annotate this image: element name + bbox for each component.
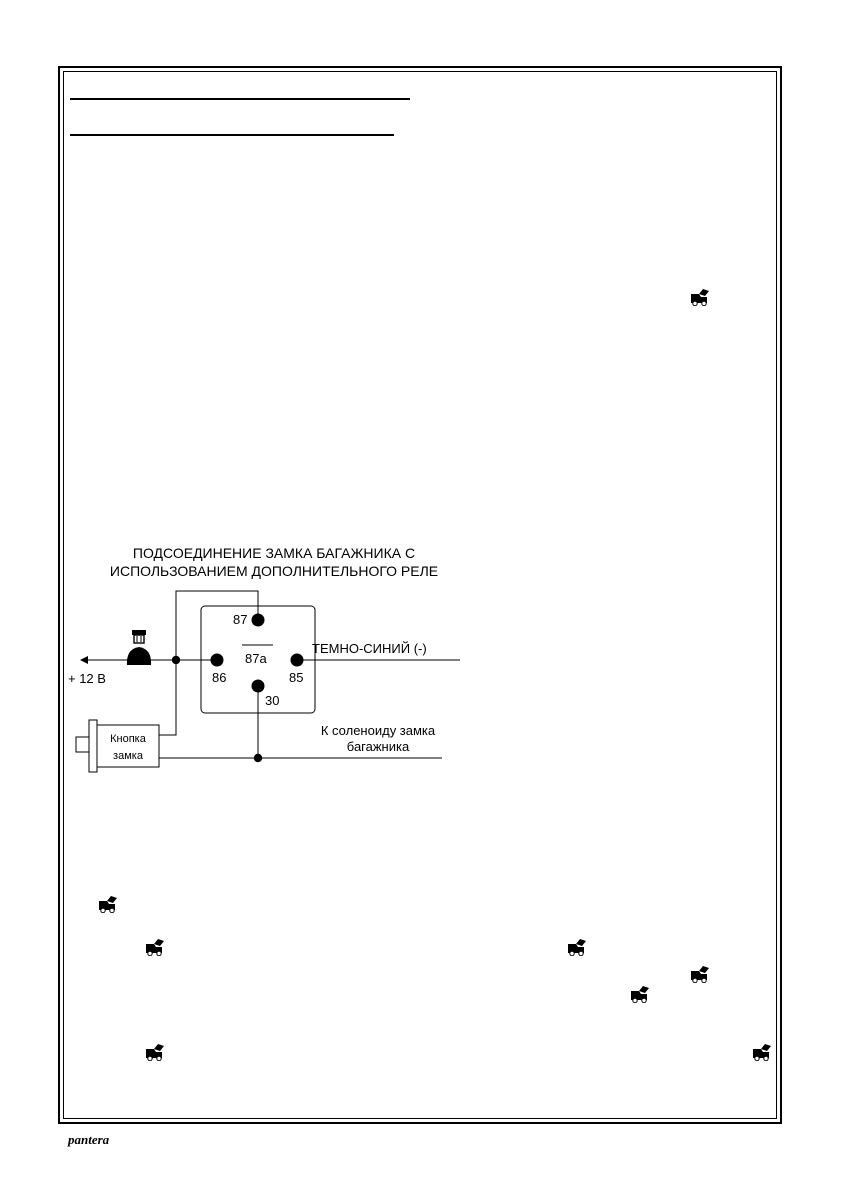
page-border-inner — [63, 71, 777, 1119]
arrow-left-icon — [80, 656, 88, 664]
trunk-open-icon — [567, 938, 587, 956]
trunk-open-icon — [690, 965, 710, 983]
trunk-open-icon — [690, 288, 710, 306]
solenoid-label-line-1: К соленоиду замка — [321, 723, 436, 738]
pin-85-label: 85 — [289, 670, 303, 685]
pin-30-label: 30 — [265, 693, 279, 708]
pin-87-dot — [251, 613, 265, 627]
heading-rule-1 — [70, 98, 410, 100]
pin-85-dot — [290, 653, 304, 667]
diagram-title-line-2: ИСПОЛЬЗОВАНИЕМ ДОПОЛНИТЕЛЬНОГО РЕЛЕ — [110, 563, 438, 579]
pin-87-label: 87 — [233, 612, 247, 627]
diagram-title-line-1: ПОДСОЕДИНЕНИЕ ЗАМКА БАГАЖНИКА С — [133, 545, 415, 561]
trunk-open-icon — [98, 895, 118, 913]
trunk-open-icon — [630, 985, 650, 1003]
lock-button-label-line-2: замка — [113, 750, 144, 762]
page-border-outer — [58, 66, 782, 1124]
relay-wiring-diagram: ПОДСОЕДИНЕНИЕ ЗАМКА БАГАЖНИКА С ИСПОЛЬЗО… — [68, 545, 460, 773]
supply-label: + 12 В — [68, 671, 106, 686]
trunk-open-icon — [145, 938, 165, 956]
junction-dot — [253, 753, 263, 763]
logo-text: pantera — [68, 1132, 110, 1147]
fuse-icon — [126, 630, 152, 665]
heading-rule-2 — [70, 134, 394, 136]
pin-87a-label: 87a — [245, 651, 267, 666]
lock-button-symbol: Кнопка замка — [75, 719, 160, 773]
pin-86-label: 86 — [212, 670, 226, 685]
lock-button-label-line-1: Кнопка — [110, 733, 147, 745]
dark-blue-wire-label: ТЕМНО-СИНИЙ (-) — [312, 641, 427, 656]
solenoid-label-line-2: багажника — [347, 739, 410, 754]
trunk-open-icon — [752, 1043, 772, 1061]
junction-dot — [171, 655, 181, 665]
trunk-open-icon — [145, 1043, 165, 1061]
pin-30-dot — [251, 679, 265, 693]
wires — [88, 590, 460, 759]
pin-86-dot — [210, 653, 224, 667]
